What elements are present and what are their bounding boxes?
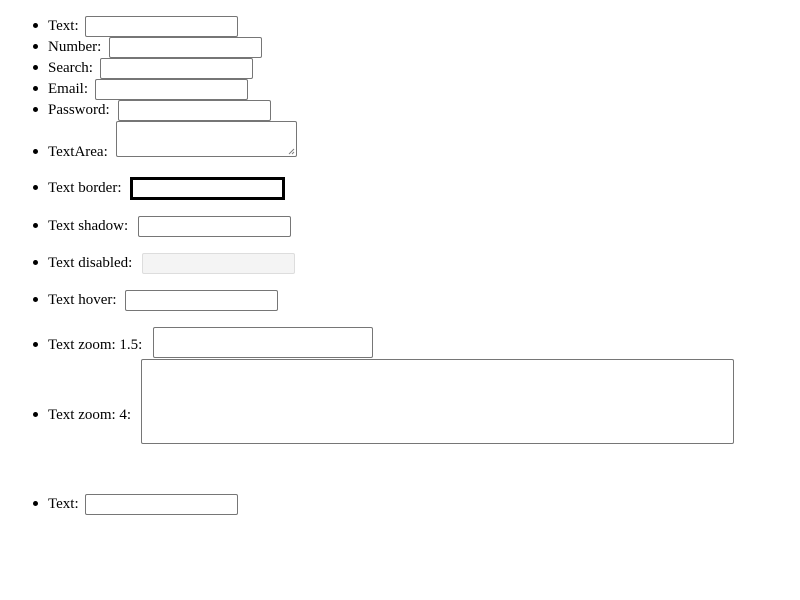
text-input[interactable] <box>85 16 238 37</box>
bullet-icon <box>33 501 38 506</box>
text-disabled-input <box>142 253 295 274</box>
bullet-icon <box>33 260 38 265</box>
text-border-label: Text border: <box>48 180 122 196</box>
bullet-icon <box>33 44 38 49</box>
text-border-input[interactable] <box>130 177 285 200</box>
number-label: Number: <box>48 39 102 55</box>
text-zoom-1-5-input[interactable] <box>153 327 373 358</box>
bullet-icon <box>33 149 38 154</box>
bullet-icon <box>33 412 38 417</box>
text-last-label: Text: <box>48 496 79 512</box>
text-shadow-label: Text shadow: <box>48 218 129 234</box>
bullet-icon <box>33 223 38 228</box>
text-hover-label: Text hover: <box>48 292 117 308</box>
bullet-icon <box>33 185 38 190</box>
bullet-icon <box>33 23 38 28</box>
password-label: Password: <box>48 102 110 118</box>
bullet-icon <box>33 65 38 70</box>
resize-grip-icon[interactable] <box>288 148 295 155</box>
password-input[interactable] <box>118 100 271 121</box>
text-zoom-4-input[interactable] <box>141 359 734 444</box>
bullet-icon <box>33 107 38 112</box>
search-input[interactable] <box>100 58 253 79</box>
text-shadow-input[interactable] <box>138 216 291 237</box>
email-label: Email: <box>48 81 88 97</box>
text-last-input[interactable] <box>85 494 238 515</box>
bullet-icon <box>33 297 38 302</box>
search-label: Search: <box>48 60 93 76</box>
textarea-label: TextArea: <box>48 144 108 160</box>
textarea-input[interactable] <box>116 121 297 157</box>
text-hover-input[interactable] <box>125 290 278 311</box>
number-input[interactable] <box>109 37 262 58</box>
text-disabled-label: Text disabled: <box>48 255 133 271</box>
email-input[interactable] <box>95 79 248 100</box>
text-zoom-1-5-label: Text zoom: 1.5: <box>48 337 143 353</box>
text-zoom-4-label: Text zoom: 4: <box>48 407 132 423</box>
bullet-icon <box>33 342 38 347</box>
text-label: Text: <box>48 18 79 34</box>
bullet-icon <box>33 86 38 91</box>
